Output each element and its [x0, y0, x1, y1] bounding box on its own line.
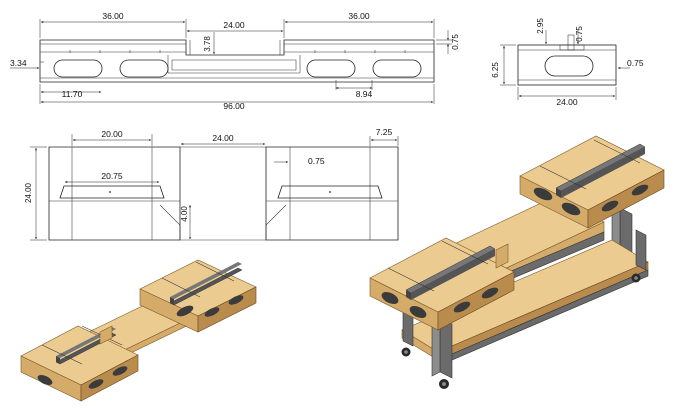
- dim-center-depth: 3.78: [203, 36, 212, 52]
- side-view: 2.95 0.75 6.25 0.75 24.00: [491, 18, 644, 107]
- dim-fence-thickness: 0.75: [575, 26, 584, 42]
- dim-slot-depth: 2.95: [536, 18, 545, 34]
- dim-side-height: 6.25: [491, 62, 500, 78]
- dim-edge-width: 7.25: [376, 127, 393, 137]
- dim-panel-thickness: 0.75: [627, 58, 644, 68]
- dim-center-width: 24.00: [223, 20, 245, 30]
- dim-hole-spacing: 8.94: [356, 89, 373, 99]
- dim-base-height: 3.34: [10, 58, 27, 68]
- isometric-cart-render: [369, 135, 665, 389]
- dim-side-width: 24.00: [556, 97, 578, 107]
- front-view-holes: [53, 59, 422, 78]
- isometric-top-render: [20, 259, 257, 402]
- front-view-dimension-labels: 36.00 24.00 36.00 3.78 0.75 3.34 11.70 9…: [10, 11, 460, 111]
- side-view-dimensions: [500, 30, 630, 100]
- dim-right-width: 36.00: [348, 11, 370, 21]
- front-view: 36.00 24.00 36.00 3.78 0.75 3.34 11.70 9…: [10, 11, 460, 111]
- dim-hole-offset: 11.70: [62, 89, 83, 99]
- dim-fence-length: 20.00: [101, 129, 123, 139]
- dim-top-depth: 24.00: [24, 182, 33, 203]
- side-view-outline: [517, 34, 617, 86]
- dim-inner-width: 20.75: [101, 171, 123, 181]
- dim-overall-width: 96.00: [223, 101, 245, 111]
- top-view: 20.00 24.00 7.25 20.75 0.75 24.00 4.00: [24, 127, 399, 241]
- side-view-dimension-labels: 2.95 0.75 6.25 0.75 24.00: [491, 18, 644, 107]
- top-view-dimensions: [30, 134, 399, 241]
- front-view-outline: [39, 39, 435, 83]
- top-view-dimension-labels: 20.00 24.00 7.25 20.75 0.75 24.00 4.00: [24, 127, 393, 222]
- dim-notch-depth: 4.00: [180, 206, 189, 222]
- dim-top-thickness: 0.75: [451, 34, 460, 50]
- dim-fence-offset: 0.75: [308, 156, 325, 166]
- dim-gap-width: 24.00: [212, 133, 234, 143]
- front-view-dimensions: [10, 19, 452, 104]
- dim-left-width: 36.00: [102, 11, 124, 21]
- top-view-outline: [48, 146, 399, 241]
